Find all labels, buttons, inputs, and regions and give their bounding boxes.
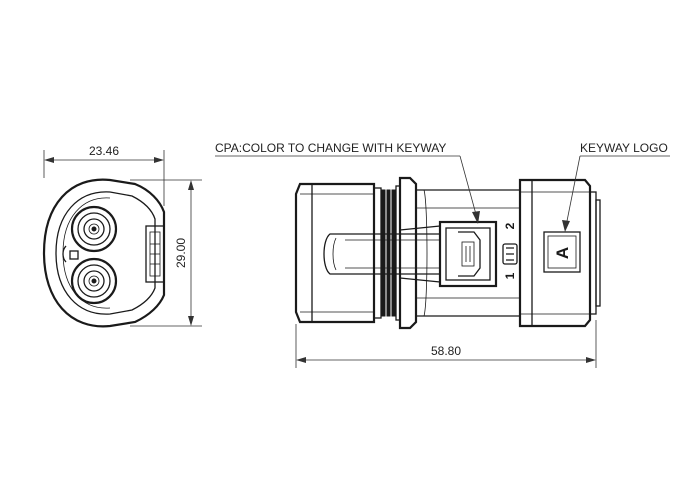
pin-2-marking: 2	[503, 222, 517, 229]
height-value: 29.00	[174, 238, 188, 268]
front-latch	[145, 225, 165, 283]
keyway-window: A	[543, 231, 581, 273]
width-dimension: 23.46	[43, 144, 165, 206]
width-value: 23.46	[89, 144, 119, 158]
mid-body	[416, 189, 520, 317]
front-terminal-top	[70, 205, 118, 253]
seal-ribs	[373, 185, 401, 321]
keyway-logo-callout-label: KEYWAY LOGO	[580, 141, 668, 155]
brand-logo	[502, 243, 518, 265]
pin-1-marking: 1	[503, 272, 517, 279]
front-terminal-bottom	[70, 257, 118, 305]
front-outer-housing	[42, 178, 166, 328]
front-inner-wall	[55, 191, 156, 315]
keyway-logo-callout: KEYWAY LOGO	[562, 141, 670, 232]
keyway-letter: A	[553, 247, 572, 259]
rear-body	[294, 182, 376, 324]
cpa-part	[438, 220, 498, 288]
latch-arm	[323, 225, 441, 283]
side-view: 2 1 A	[294, 176, 601, 330]
length-dimension: 58.80	[295, 320, 597, 368]
length-value: 58.80	[431, 344, 461, 358]
coupling-nut	[518, 178, 601, 328]
flange	[398, 176, 418, 330]
front-view	[42, 178, 166, 328]
cpa-callout-label: CPA:COLOR TO CHANGE WITH KEYWAY	[215, 141, 446, 155]
height-dimension: 29.00	[130, 179, 202, 327]
cpa-callout: CPA:COLOR TO CHANGE WITH KEYWAY	[215, 141, 480, 224]
